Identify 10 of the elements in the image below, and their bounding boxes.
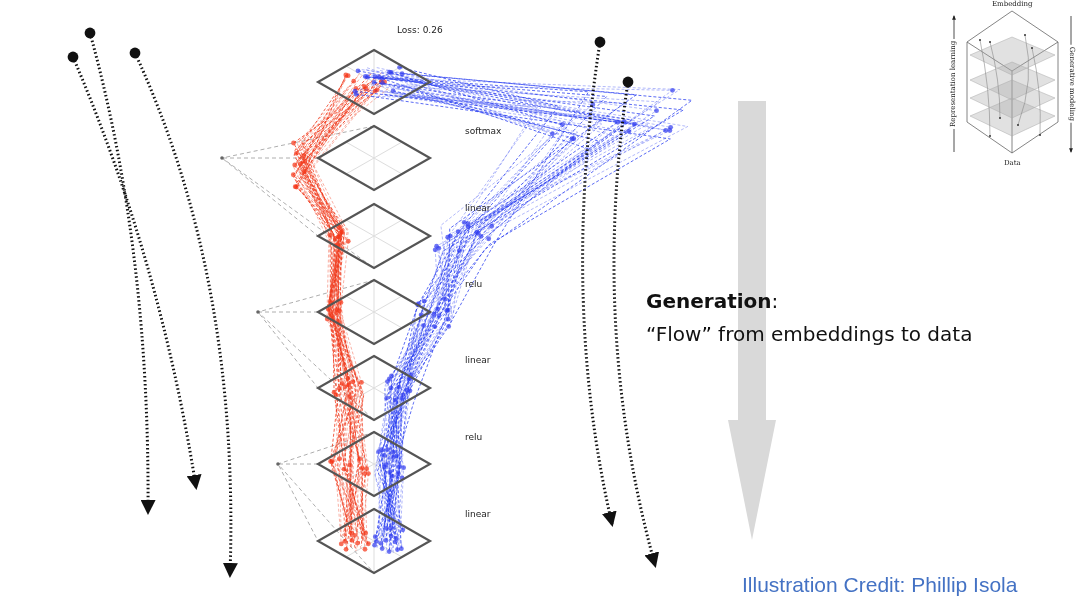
heading: Generation: [646, 290, 779, 312]
layer-label: linear [465, 356, 491, 366]
layer-label: softmax [465, 127, 502, 137]
layer-label: linear [465, 510, 491, 520]
loss-value: Loss: 0.26 [397, 26, 443, 36]
layer-label: linear [465, 204, 491, 214]
credit-text: Illustration Credit: Phillip Isola [742, 573, 1018, 597]
layer-label: relu [465, 280, 483, 290]
layer-label: relu [465, 433, 483, 443]
subheading: “Flow” from embeddings to data [646, 323, 973, 345]
